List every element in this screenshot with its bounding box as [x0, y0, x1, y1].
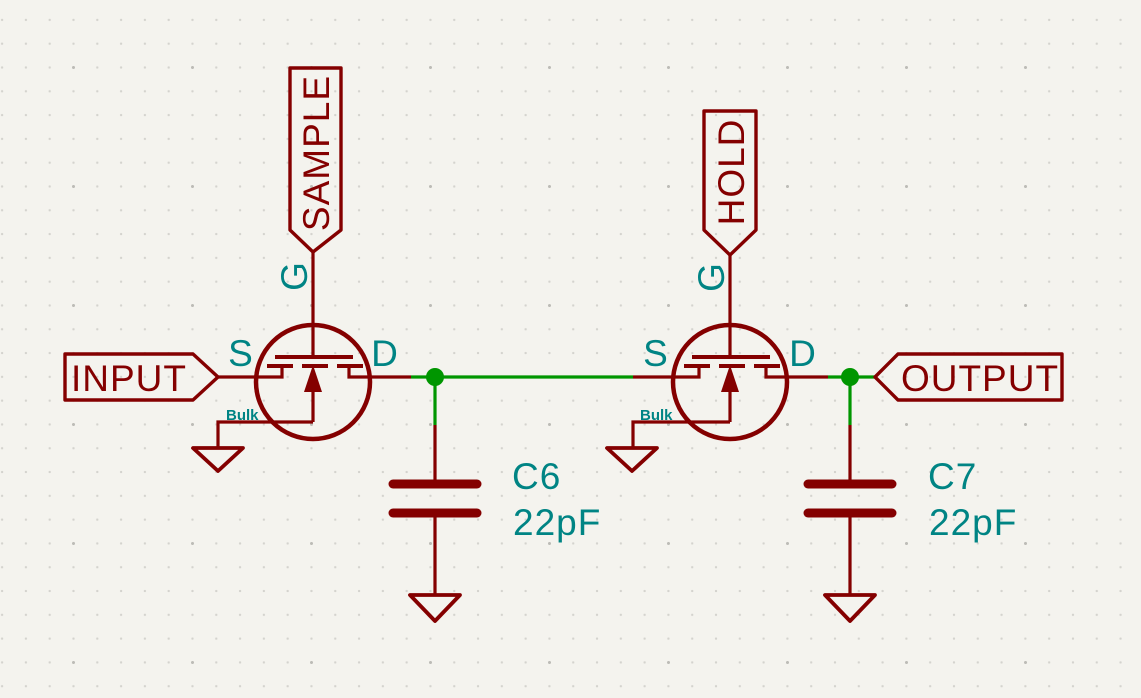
gnd-symbol-bulk-right[interactable] [605, 446, 659, 473]
junction-dot[interactable] [841, 368, 859, 386]
bulk-pin [216, 420, 313, 447]
label-text-output: OUTPUT [901, 358, 1059, 399]
transistor-body [670, 322, 790, 442]
label-text-hold: HOLD [711, 119, 752, 226]
drain-pin [764, 366, 828, 379]
global-label-output[interactable]: OUTPUT [873, 352, 1064, 402]
label-text-sample: SAMPLE [296, 75, 337, 231]
global-label-hold[interactable]: HOLD [702, 109, 758, 257]
global-label-sample[interactable]: SAMPLE [288, 66, 343, 254]
mosfet-hold-switch[interactable]: S D G Bulk [631, 255, 828, 447]
pin-label-drain: D [371, 333, 399, 374]
gnd-symbol-c6[interactable] [408, 593, 462, 623]
gnd-symbol-bulk-left[interactable] [191, 446, 245, 473]
capacitor-c7[interactable]: C7 22pF [803, 425, 1017, 594]
reference-text: C6 [512, 456, 561, 497]
value-text: 22pF [513, 502, 601, 543]
bulk-arrow-head [304, 365, 322, 392]
label-text-input: INPUT [71, 358, 187, 399]
gnd-triangle [823, 593, 877, 623]
bulk-pin [631, 420, 730, 447]
pin-label-source: S [643, 333, 669, 374]
bulk-arrow-head [721, 365, 739, 392]
pin-label-gate: G [274, 261, 315, 291]
mosfet-sample-switch[interactable]: S D G Bulk [216, 252, 411, 447]
source-pin [218, 366, 284, 379]
label-outline [63, 352, 220, 402]
capacitor-c6[interactable]: C6 22pF [388, 425, 601, 594]
gnd-triangle [191, 446, 245, 473]
net-wires[interactable] [411, 368, 875, 425]
pin-label-drain: D [789, 333, 817, 374]
gnd-triangle [408, 593, 462, 623]
reference-text: C7 [928, 456, 977, 497]
pin-label-bulk: Bulk [640, 407, 673, 424]
global-label-input[interactable]: INPUT [63, 352, 220, 402]
drain-pin [347, 366, 411, 379]
junction-dot[interactable] [426, 368, 444, 386]
pin-label-bulk: Bulk [226, 407, 259, 424]
source-pin [633, 366, 701, 379]
label-outline [288, 66, 343, 254]
label-outline [702, 109, 758, 257]
gnd-triangle [605, 446, 659, 473]
label-outline [873, 352, 1064, 402]
gnd-symbol-c7[interactable] [823, 593, 877, 623]
value-text: 22pF [929, 502, 1017, 543]
pin-label-source: S [228, 333, 254, 374]
transistor-body [253, 322, 373, 442]
pin-label-gate: G [691, 262, 732, 292]
